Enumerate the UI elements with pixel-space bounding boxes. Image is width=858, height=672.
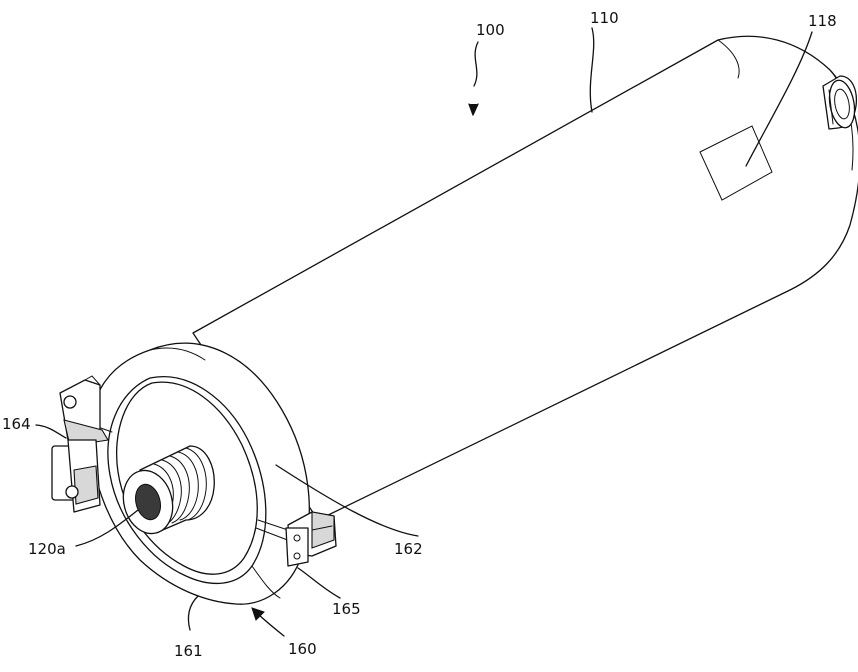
leader-164 <box>35 424 67 439</box>
label-100: 100 <box>476 21 505 39</box>
leader-lines <box>35 27 813 637</box>
left-clamp-latch <box>51 375 109 513</box>
right-clamp-bracket <box>285 511 337 567</box>
label-patch <box>699 125 773 201</box>
threaded-outlet <box>122 445 215 535</box>
label-162: 162 <box>394 540 423 558</box>
arrow-160 <box>251 607 265 621</box>
leader-120a <box>75 509 139 547</box>
label-164: 164 <box>2 415 31 433</box>
label-110: 110 <box>590 9 619 27</box>
label-118: 118 <box>808 12 837 30</box>
leader-118 <box>745 31 813 167</box>
leader-100 <box>473 41 479 87</box>
label-165: 165 <box>332 600 361 618</box>
end-fitting <box>822 75 858 130</box>
label-161: 161 <box>174 642 203 660</box>
leader-110 <box>589 27 595 113</box>
arrow-100 <box>468 103 479 116</box>
label-120a: 120a <box>28 540 66 558</box>
label-160: 160 <box>288 640 317 658</box>
leader-161 <box>187 595 199 631</box>
leader-162 <box>275 464 419 537</box>
leader-165 <box>297 567 341 599</box>
